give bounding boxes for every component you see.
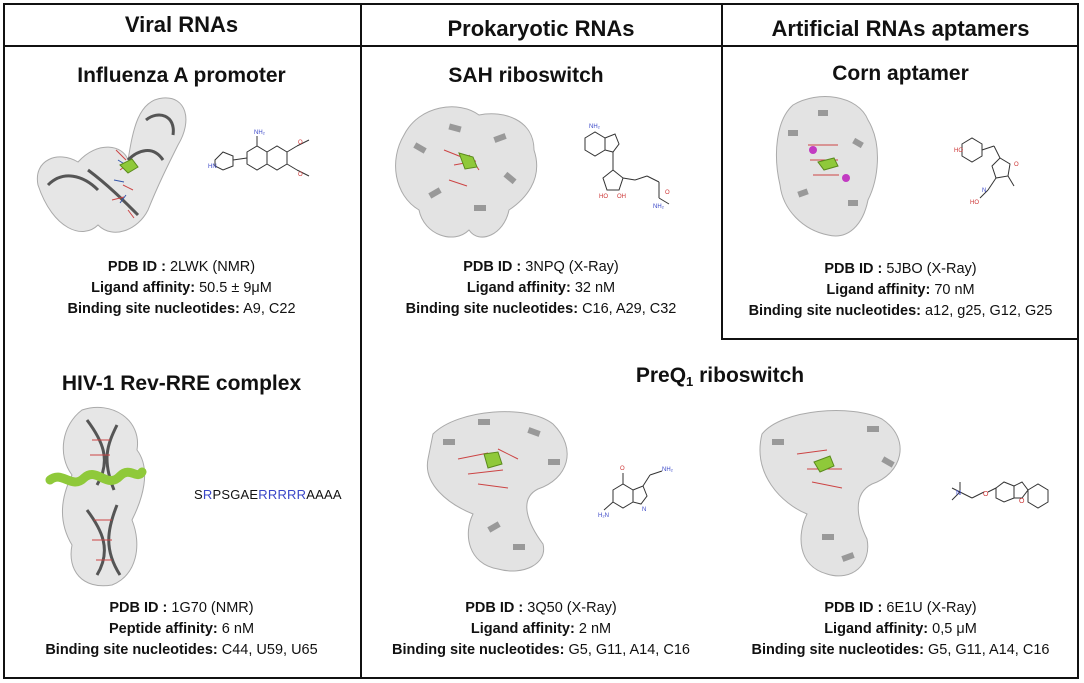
svg-text:O: O [1014, 162, 1019, 168]
sah-affinity-value: 32 nM [574, 280, 616, 296]
column-divider-left [360, 3, 362, 679]
svg-text:NH₂: NH₂ [254, 130, 266, 136]
hiv-affinity-value: 6 nM [221, 621, 255, 637]
preq1-left-sites-value: G5, G11, A14, C16 [568, 642, 690, 658]
sah-ligand-structure: NH₂ NH₂ HO OH O [584, 124, 670, 210]
svg-text:N: N [982, 188, 986, 194]
seq-part-1: S [194, 487, 203, 502]
preq1-title: PreQ1 riboswitch [361, 364, 1079, 389]
influenza-info: PDB ID : 2LWK (NMR) Ligand affinity: 50.… [67, 259, 296, 317]
preq1-left-pdb-label: PDB ID [465, 600, 515, 616]
svg-text:HO: HO [954, 148, 963, 154]
header-prokaryotic-rnas: Prokaryotic RNAs [447, 16, 635, 41]
preq1-right-sites-value: G5, G11, A14, C16 [928, 642, 1050, 658]
preq1-right-pdb-value: 6E1U (X-Ray) [886, 600, 977, 616]
preq1-right-info: PDB ID : 6E1U (X-Ray) Ligand affinity: 0… [751, 600, 1050, 658]
corn-sites-value: a12, g25, G12, G25 [925, 303, 1053, 319]
preq1-left-affinity-value: 2 nM [578, 621, 612, 637]
seq-part-2: R [202, 487, 213, 502]
influenza-sites-label: Binding site nucleotides [67, 301, 236, 317]
sah-info: PDB ID : 3NPQ (X-Ray) Ligand affinity: 3… [405, 259, 677, 317]
svg-text:O: O [665, 190, 670, 196]
preq1-title-main: PreQ [635, 364, 687, 387]
svg-text:N: N [956, 490, 961, 497]
svg-text:HN: HN [208, 164, 217, 170]
sah-sites-value: C16, A29, C32 [582, 301, 677, 317]
influenza-ligand-structure: HN NH₂ O O [208, 130, 310, 178]
svg-text:O: O [298, 172, 303, 178]
svg-text:O: O [620, 466, 625, 472]
hiv-title: HIV-1 Rev-RRE complex [61, 372, 302, 395]
preq1-left-ligand-structure: NH₂ H₂N N O [598, 466, 674, 519]
preq1-title-rest: riboswitch [693, 364, 805, 387]
seq-part-3: PSGAE [212, 487, 259, 502]
corn-ligand-structure: HO O HO N [954, 137, 1019, 206]
column-divider-right [721, 3, 723, 339]
preq1-right-ligand-structure: N O O [951, 481, 1049, 509]
preq1-left-structure-image [426, 411, 568, 572]
hiv-sites-value: C44, U59, U65 [221, 642, 318, 658]
influenza-pdb-label: PDB ID [107, 259, 158, 275]
figure-frame [3, 3, 1079, 679]
corn-sites-label: Binding site nucleotides [748, 303, 917, 319]
hiv-affinity-label: Peptide affinity [108, 621, 213, 637]
corn-affinity-value: 70 nM [934, 282, 975, 298]
preq1-right-sites-label: Binding site nucleotides [751, 642, 920, 658]
header-divider [3, 45, 1079, 47]
preq1-right-pdb-label: PDB ID [824, 600, 874, 616]
svg-text:O: O [1019, 498, 1025, 505]
svg-text:HO: HO [599, 194, 608, 200]
preq1-right-affinity-label: Ligand affinity [824, 621, 924, 637]
preq1-left-affinity-label: Ligand affinity [470, 621, 570, 637]
corn-box-bottom [721, 338, 1079, 340]
sah-affinity-label: Ligand affinity [466, 280, 566, 296]
preq1-right-affinity-value: 0,5 μM [932, 621, 977, 637]
influenza-affinity-label: Ligand affinity [91, 280, 191, 296]
preq1-left-pdb-value: 3Q50 (X-Ray) [527, 600, 617, 616]
svg-text:OH: OH [617, 194, 626, 200]
seq-part-4: RRRRR [258, 487, 307, 502]
sah-pdb-label: PDB ID [463, 259, 513, 275]
svg-text:NH₂: NH₂ [662, 467, 674, 473]
preq1-title-subscript: 1 [686, 374, 694, 389]
seq-part-5: AAAA [306, 487, 342, 502]
hiv-peptide-sequence: SRPSGAERRRRRAAAA [194, 487, 342, 502]
corn-info: PDB ID : 5JBO (X-Ray) Ligand affinity: 7… [748, 261, 1053, 319]
corn-affinity-label: Ligand affinity [826, 282, 926, 298]
hiv-sites-label: Binding site nucleotides [45, 642, 213, 658]
sah-title: SAH riboswitch [448, 64, 604, 87]
corn-structure-image [776, 96, 878, 237]
svg-text:NH₂: NH₂ [653, 204, 665, 210]
corn-title: Corn aptamer [832, 62, 969, 85]
sah-pdb-value: 3NPQ (X-Ray) [525, 259, 619, 275]
hiv-pdb-label: PDB ID [109, 600, 159, 616]
preq1-left-sites-label: Binding site nucleotides [392, 642, 560, 658]
influenza-affinity-value: 50.5 ± 9μM [199, 280, 272, 296]
svg-text:N: N [642, 507, 646, 513]
svg-text:O: O [298, 140, 303, 146]
header-viral-rnas: Viral RNAs [124, 12, 239, 37]
corn-pdb-value: 5JBO (X-Ray) [886, 261, 977, 277]
svg-text:NH₂: NH₂ [589, 124, 601, 130]
svg-text:O: O [983, 491, 989, 498]
influenza-sites-value: A9, C22 [243, 301, 296, 317]
sah-sites-label: Binding site nucleotides [405, 301, 574, 317]
hiv-info: PDB ID : 1G70 (NMR) Peptide affinity: 6 … [45, 600, 318, 658]
hiv-pdb-value: 1G70 (NMR) [171, 600, 254, 616]
svg-text:HO: HO [970, 200, 979, 206]
preq1-left-info: PDB ID : 3Q50 (X-Ray) Ligand affinity: 2… [392, 600, 690, 658]
influenza-pdb-value: 2LWK (NMR) [169, 259, 256, 275]
influenza-structure-image [36, 97, 187, 233]
header-artificial-aptamers: Artificial RNAs aptamers [771, 16, 1030, 41]
preq1-right-structure-image [759, 410, 901, 577]
influenza-title: Influenza A promoter [77, 64, 286, 87]
corn-pdb-label: PDB ID [824, 261, 874, 277]
svg-text:H₂N: H₂N [598, 513, 609, 519]
hiv-structure-image [45, 406, 147, 587]
sah-structure-image [395, 106, 538, 238]
